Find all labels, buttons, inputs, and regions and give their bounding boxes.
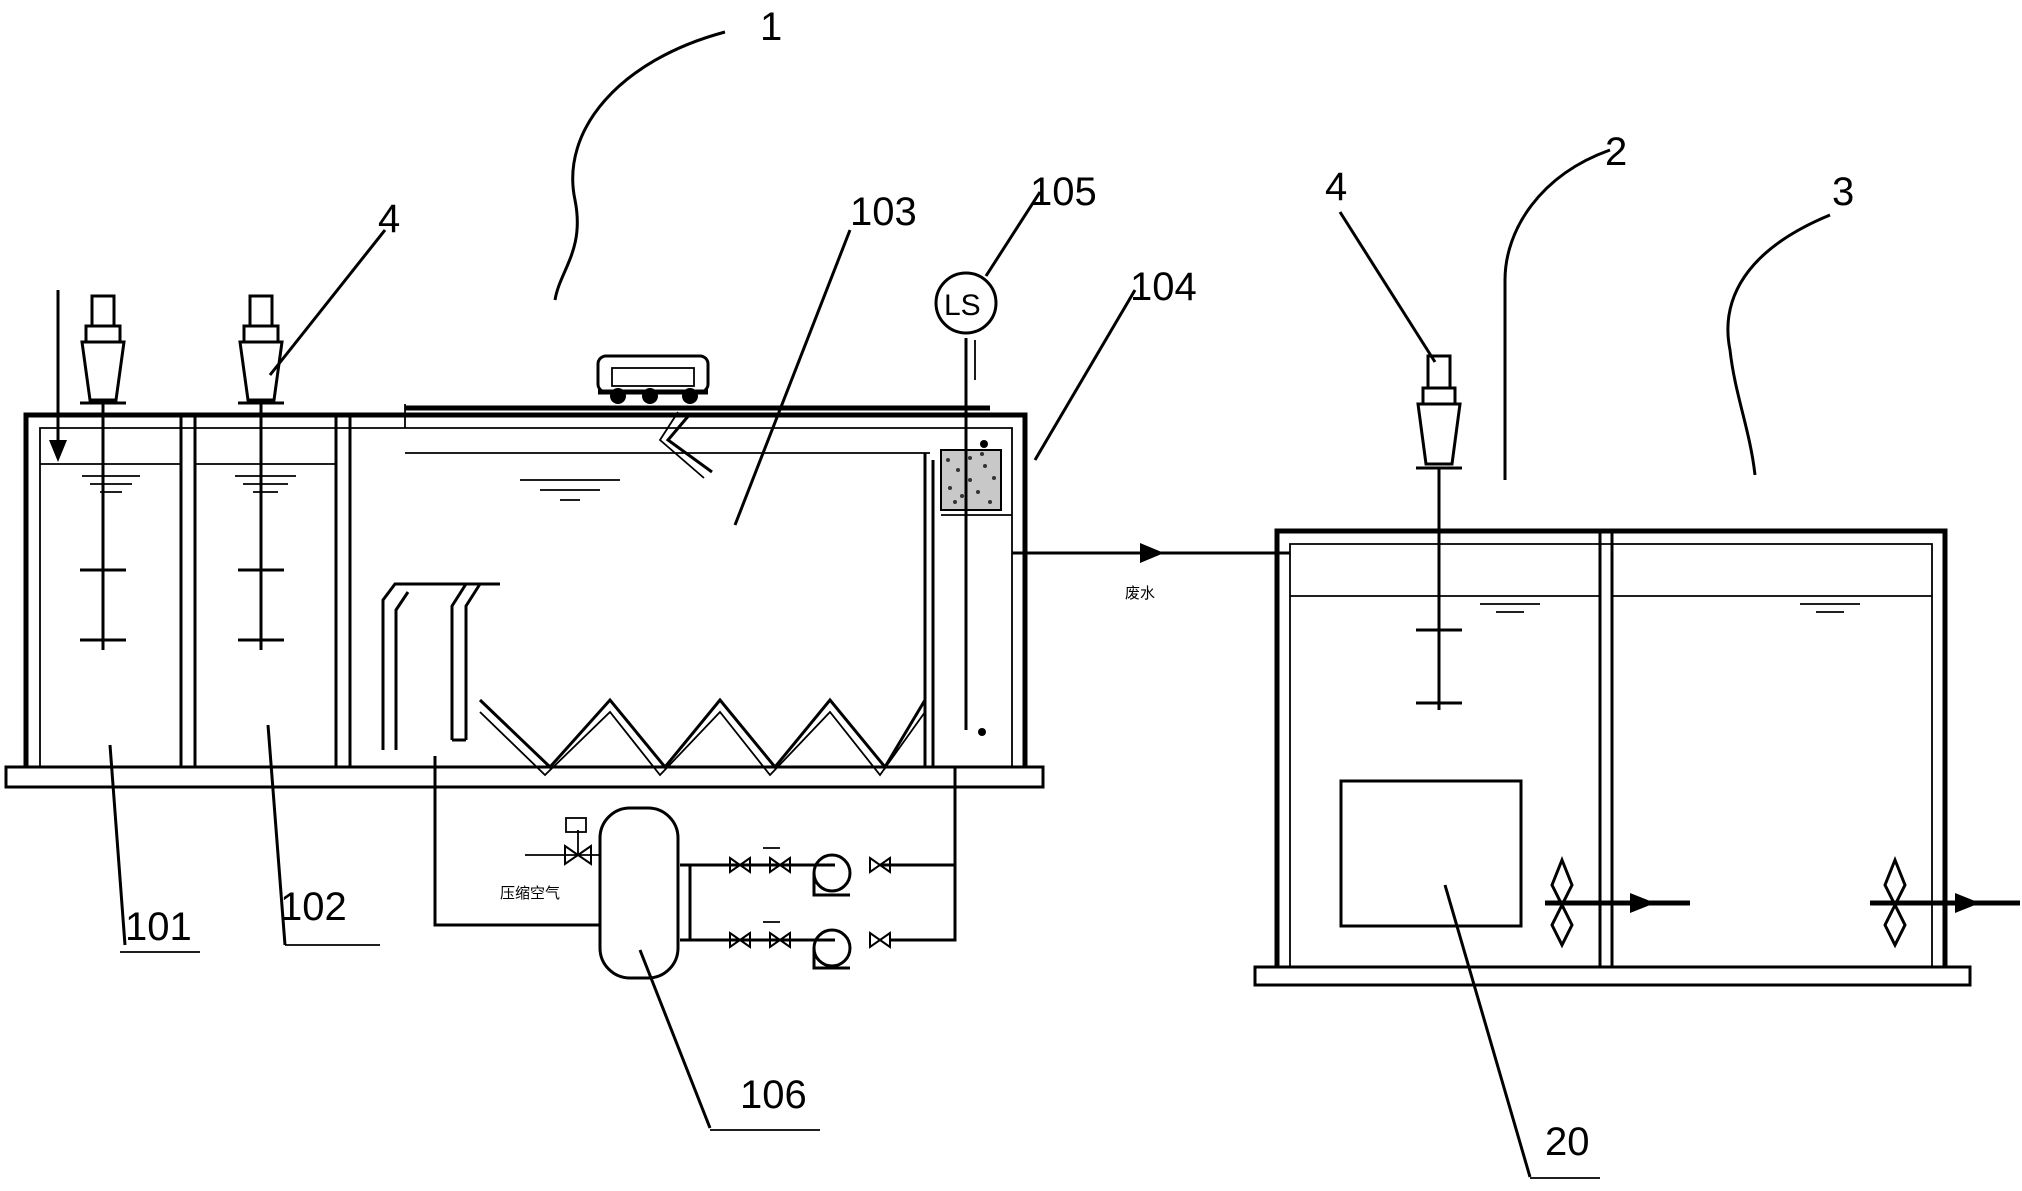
leader-1 [553,30,726,301]
label-1: 1 [760,5,782,49]
membrane-module-20 [1339,779,1523,928]
outlet-propeller-tank-2 [1545,855,1690,949]
tank-102 [195,415,352,767]
compressed-air-label: 压缩空气 [500,884,560,902]
leader-101 [108,744,127,946]
labels: 1 4 103 105 104 4 2 3 101 102 106 20 [125,5,1854,1164]
level-switch-symbol [934,271,998,335]
left-base-plate [4,765,1045,789]
left-treatment-unit: 废水 压缩空气 [4,271,1290,980]
label-3: 3 [1832,170,1854,214]
recycle-pump-upper [729,847,891,897]
leader-3 [1726,213,1831,476]
label-103: 103 [850,190,917,234]
partition-wall [1598,531,1614,967]
leader-4-right [1338,211,1437,363]
left-tank-inner-shell [39,427,1013,767]
label-106: 106 [740,1073,807,1117]
leader-106 [638,949,712,1129]
label-20: 20 [1545,1120,1590,1164]
label-101: 101 [125,905,192,949]
tank-103 [381,338,1012,777]
tank-101 [40,290,197,767]
leader-105 [984,191,1042,277]
label-4-left: 4 [378,197,400,241]
waste-water-arrow [1140,543,1164,563]
air-dissolving-tank-106: 压缩空气 [500,806,680,980]
outlet-propeller-tank-3 [1870,855,2020,949]
leader-103 [733,229,852,526]
mixer-102 [238,294,284,650]
label-4-right: 4 [1325,165,1347,209]
label-105: 105 [1030,170,1097,214]
right-base-plate [1253,965,1972,987]
left-tank-shell [23,412,1028,767]
label-2: 2 [1605,130,1627,174]
inlet-arrow-head [49,440,67,462]
mixer-101 [80,294,126,650]
leader-2 [1503,148,1611,480]
scraper-arm [665,413,713,474]
label-104: 104 [1130,265,1197,309]
leader-102 [266,724,287,946]
recycle-pipe-right [890,767,957,942]
sludge-hoppers [478,697,927,770]
label-102: 102 [280,885,347,929]
recycle-pump-lower [729,921,891,970]
dissolved-air-pipe [381,582,500,750]
callout-leaders [108,30,1831,1179]
leader-20 [1443,884,1532,1178]
mixer-tank-2 [1416,354,1462,710]
waste-water-label: 废水 [1125,584,1155,602]
leader-104 [1033,289,1137,461]
scraper-drive [596,354,710,404]
right-treatment-unit [1253,354,2020,987]
level-switch-text: LS [944,289,981,322]
leader-4-left [268,229,387,376]
recycle-pipe-left [433,756,600,927]
